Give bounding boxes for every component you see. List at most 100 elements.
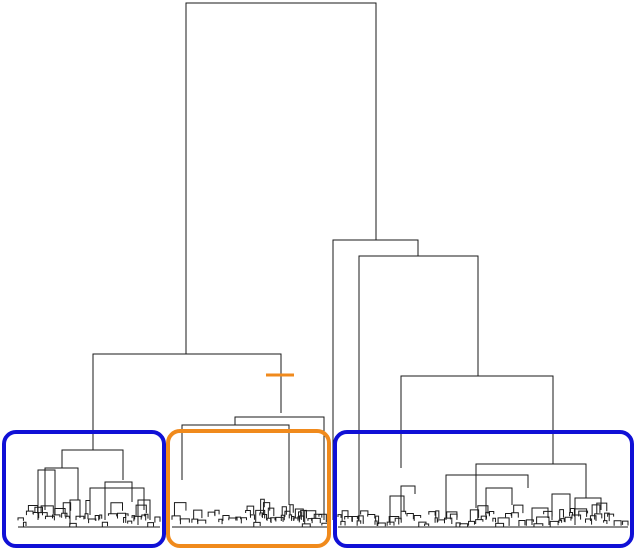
dendrogram-leaf-link: [443, 517, 453, 525]
dendrogram-leaf-link: [275, 516, 284, 522]
dendrogram-leaf-link: [94, 515, 100, 521]
dendrogram-link: [332, 239, 419, 520]
dendrogram-leaf-link: [261, 513, 268, 521]
dendrogram-link: [551, 493, 571, 520]
dendrogram-leaf-link: [235, 516, 242, 521]
dendrogram-leaf-link: [549, 520, 559, 527]
dendrogram-leaf-link: [318, 514, 323, 518]
dendrogram-leaf-link: [107, 513, 118, 517]
dendrogram-leaf-link: [604, 512, 610, 522]
dendrogram-leaf-link: [260, 498, 265, 513]
dendrogram-leaf-link: [536, 516, 550, 525]
dendrogram-link: [61, 449, 124, 480]
dendrogram-leaf-link: [193, 509, 203, 520]
dendrogram-leaf-link: [468, 520, 475, 526]
dendrogram-leaf-link: [311, 517, 321, 524]
dendrogram-leaf-link: [596, 502, 608, 514]
dendrogram-leaf-link: [222, 515, 230, 521]
dendrogram-leaf-link: [505, 512, 512, 518]
dendrogram-leaf-link: [289, 504, 294, 515]
dendrogram-leaf-link: [525, 519, 534, 526]
dendrogram-leaf-link: [280, 514, 285, 521]
dendrogram-leaf-link: [375, 515, 380, 525]
dendrogram-leaf-link: [27, 504, 39, 514]
dendrogram-leaf-link: [133, 515, 142, 522]
dendrogram-leaf-link: [374, 520, 378, 526]
dendrogram-link: [358, 255, 479, 520]
dendrogram-leaf-link: [197, 519, 207, 524]
dendrogram-leaf-link: [424, 523, 430, 527]
dendrogram-leaf-link: [351, 515, 358, 522]
dendrogram-leaf-link: [267, 507, 275, 519]
dendrogram-leaf-link: [65, 515, 70, 519]
dendrogram-leaf-link: [495, 522, 505, 527]
dendrogram-leaf-link: [154, 516, 161, 523]
dendrogram-leaf-link: [591, 504, 601, 516]
dendrogram-leaf-link: [560, 518, 565, 522]
dendrogram-leaf-link: [52, 514, 61, 519]
dendrogram-leaf-link: [386, 521, 395, 526]
dendrogram-leaf-link: [147, 522, 155, 527]
dendrogram-link: [485, 487, 513, 520]
dendrogram-leaf-link: [418, 521, 427, 527]
dendrogram-leaf-link: [564, 516, 572, 523]
dendrogram-leaf-link: [88, 518, 97, 524]
dendrogram-leaf-link: [301, 523, 311, 527]
dendrogram-link: [44, 467, 79, 510]
cluster-right-box: [333, 430, 634, 548]
dendrogram-leaf-link: [497, 517, 510, 526]
dendrogram-leaf-link: [585, 518, 593, 525]
dendrogram-leaf-link: [44, 515, 55, 521]
dendrogram-leaf-link: [34, 506, 43, 516]
dendrogram-leaf-link: [304, 510, 317, 524]
dendrogram-leaf-link: [340, 520, 346, 526]
dendrogram-leaf-link: [75, 515, 85, 521]
dendrogram-leaf-link: [571, 514, 582, 520]
dendrogram-leaf-link: [437, 519, 445, 523]
dendrogram-leaf-link: [337, 514, 342, 518]
dendrogram-leaf-link: [25, 510, 34, 516]
dendrogram-link: [37, 469, 56, 520]
cluster-left-box: [2, 430, 166, 548]
dendrogram-leaf-link: [99, 514, 103, 520]
dendrogram-leaf-link: [558, 519, 563, 523]
dendrogram-leaf-link: [144, 513, 149, 519]
dendrogram-leaf-link: [569, 512, 573, 517]
dendrogram-leaf-link: [294, 508, 304, 518]
dendrogram-link: [234, 416, 325, 520]
dendrogram-leaf-link: [61, 512, 68, 518]
dendrogram-leaf-link: [578, 510, 589, 517]
dendrogram-leaf-link: [469, 509, 480, 522]
dendrogram-leaf-link: [406, 512, 414, 520]
dendrogram-leaf-link: [179, 518, 190, 525]
dendrogram-leaf-link: [574, 508, 588, 517]
cluster-boxes: [2, 429, 634, 548]
dendrogram-leaf-link: [480, 515, 488, 520]
dendrogram-leaf-link: [38, 512, 48, 517]
dendrogram-leaf-link: [488, 510, 495, 517]
dendrogram-leaf-link: [298, 515, 305, 522]
dendrogram-leaf-link: [218, 518, 223, 525]
dendrogram-link: [104, 481, 133, 520]
dendrogram-leaf-link: [435, 510, 440, 519]
dendrogram-leaf-link: [307, 518, 313, 524]
dendrogram-leaf-link: [428, 511, 436, 516]
dendrogram-leaf-link: [357, 515, 364, 524]
dendrogram-leaf-link: [394, 517, 402, 523]
dendrogram-leaf-link: [607, 513, 615, 517]
dendrogram-leaf-link: [533, 523, 544, 527]
dendrogram-leaf-link: [367, 513, 376, 519]
dendrogram-leaf-link: [135, 504, 147, 517]
dendrogram-leaf-link: [101, 521, 109, 527]
dendrogram-leaf-link: [518, 520, 526, 527]
dendrogram-leaf-link: [492, 517, 497, 523]
dendrogram-leaf-link: [22, 521, 27, 527]
dendrogram-leaf-link: [400, 510, 407, 516]
dendrogram-leaf-link: [356, 520, 362, 526]
dendrogram-link: [531, 507, 549, 525]
dendrogram-leaf-link: [262, 502, 271, 515]
dendrogram-link: [445, 474, 529, 520]
dendrogram-leaf-link: [62, 502, 72, 514]
dendrogram-leaf-link: [377, 522, 386, 527]
